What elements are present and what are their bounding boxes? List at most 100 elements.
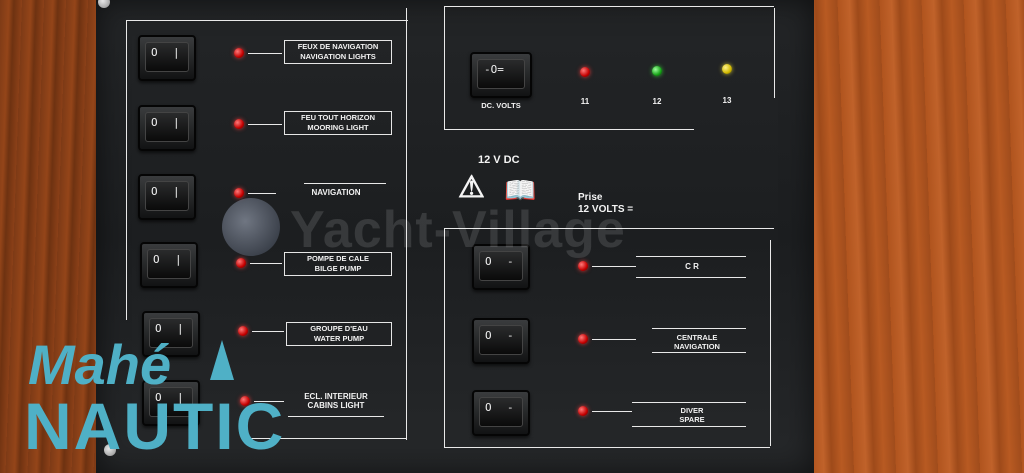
voltmeter-symbol: -O= xyxy=(484,63,504,76)
switch-cabins-light[interactable]: O| xyxy=(142,380,200,426)
prise-voltage: 12 VOLTS = xyxy=(578,204,634,215)
frame-line xyxy=(444,6,445,130)
label-line: POMPE DE CALE xyxy=(306,254,370,263)
off-symbol: O xyxy=(155,322,162,335)
on-symbol: - xyxy=(507,401,514,414)
frame-line xyxy=(126,20,408,21)
label-frame xyxy=(632,426,746,427)
warning-icon: ⚠ xyxy=(458,171,485,204)
label-line: BILGE PUMP xyxy=(314,264,362,273)
wood-left xyxy=(0,0,96,473)
led-13 xyxy=(722,64,732,74)
label-line: NAVIGATION xyxy=(674,342,720,351)
led-spare xyxy=(578,406,588,416)
frame-line xyxy=(770,240,771,446)
label-lead xyxy=(254,401,284,402)
label-lead xyxy=(248,193,276,194)
frame-line xyxy=(444,228,774,229)
label-line: WATER PUMP xyxy=(313,334,365,343)
label-right-1: C R xyxy=(685,262,699,271)
label-line: ECL. INTERIEUR xyxy=(304,392,368,401)
wood-right xyxy=(812,0,1024,473)
label-lead xyxy=(248,53,282,54)
label-frame xyxy=(652,352,746,353)
label-water-pump: GROUPE D'EAU WATER PUMP xyxy=(286,322,392,346)
frame-line xyxy=(246,438,406,439)
label-lead xyxy=(248,124,282,125)
label-line: FEUX DE NAVIGATION xyxy=(297,42,379,51)
label-line: GROUPE D'EAU xyxy=(310,324,368,333)
off-symbol: O xyxy=(151,185,158,198)
label-line: CABINS LIGHT xyxy=(307,401,365,410)
off-symbol: O xyxy=(485,329,492,342)
screw xyxy=(98,0,110,8)
frame-line xyxy=(774,8,775,98)
label-lead xyxy=(592,411,632,412)
frame-line xyxy=(444,129,694,130)
on-symbol: | xyxy=(177,391,184,404)
switch-mooring-light[interactable]: O| xyxy=(138,105,196,151)
label-frame xyxy=(632,402,746,403)
label-bilge-pump: POMPE DE CALE BILGE PUMP xyxy=(284,252,392,276)
frame-line xyxy=(126,20,127,320)
logo-sail-icon xyxy=(210,340,234,380)
label-frame xyxy=(288,416,384,417)
switch-bilge-pump[interactable]: O| xyxy=(140,242,198,288)
label-line: SPARE xyxy=(679,415,705,424)
label-frame xyxy=(636,277,746,278)
prise-label: Prise xyxy=(578,192,603,203)
logo-mahe: Mahé xyxy=(28,333,172,396)
manual-book-icon: 📖 xyxy=(504,175,537,205)
frame-line xyxy=(406,8,407,440)
label-line: FEU TOUT HORIZON xyxy=(300,113,376,122)
label-11: 11 xyxy=(580,97,590,106)
label-mooring-light: FEU TOUT HORIZON MOORING LIGHT xyxy=(284,111,392,135)
label-centrale-navigation: CENTRALE NAVIGATION xyxy=(656,333,738,351)
watermark-text: Yacht-Village xyxy=(290,201,626,259)
logo-nautic: NAUTIC xyxy=(24,389,286,463)
label-line: NAVIGATION LIGHTS xyxy=(300,52,376,61)
switch-dc-volts[interactable]: -O= xyxy=(470,52,532,98)
switch-water-pump[interactable]: O| xyxy=(142,311,200,357)
led-water-pump xyxy=(238,326,248,336)
label-frame xyxy=(652,328,746,329)
label-13: 13 xyxy=(722,96,732,105)
off-symbol: O xyxy=(151,116,158,129)
switch-right-1[interactable]: O- xyxy=(472,244,530,290)
off-symbol: O xyxy=(151,46,158,59)
label-lead xyxy=(250,263,282,264)
label-dc-volts: DC. VOLTS xyxy=(481,101,521,110)
label-navigation: NAVIGATION xyxy=(311,188,361,197)
screw xyxy=(104,444,116,456)
led-right-1 xyxy=(578,261,588,271)
on-symbol: | xyxy=(177,322,184,335)
off-symbol: O xyxy=(485,255,492,268)
label-cabins-light: ECL. INTERIEUR CABINS LIGHT xyxy=(286,392,386,410)
label-lead xyxy=(592,266,636,267)
switch-spare[interactable]: O- xyxy=(472,390,530,436)
led-navigation xyxy=(234,188,244,198)
on-symbol: | xyxy=(173,46,180,59)
led-navigation-lights xyxy=(234,48,244,58)
label-line: DIVER xyxy=(680,406,704,415)
led-mooring-light xyxy=(234,119,244,129)
label-line: MOORING LIGHT xyxy=(307,123,369,132)
label-line: CENTRALE xyxy=(676,333,718,342)
switch-panel: O| FEUX DE NAVIGATION NAVIGATION LIGHTS … xyxy=(96,0,814,473)
led-bilge-pump xyxy=(236,258,246,268)
on-symbol: | xyxy=(175,253,182,266)
led-12 xyxy=(652,66,662,76)
switch-centrale-navigation[interactable]: O- xyxy=(472,318,530,364)
switch-navigation-lights[interactable]: O| xyxy=(138,35,196,81)
on-symbol: - xyxy=(507,329,514,342)
label-lead xyxy=(592,339,636,340)
off-symbol: O xyxy=(485,401,492,414)
label-12: 12 xyxy=(652,97,662,106)
label-frame xyxy=(636,256,746,257)
label-lead xyxy=(252,331,284,332)
on-symbol: | xyxy=(173,116,180,129)
switch-navigation[interactable]: O| xyxy=(138,174,196,220)
on-symbol: | xyxy=(173,185,180,198)
frame-line xyxy=(444,447,770,448)
frame-line xyxy=(444,6,774,7)
